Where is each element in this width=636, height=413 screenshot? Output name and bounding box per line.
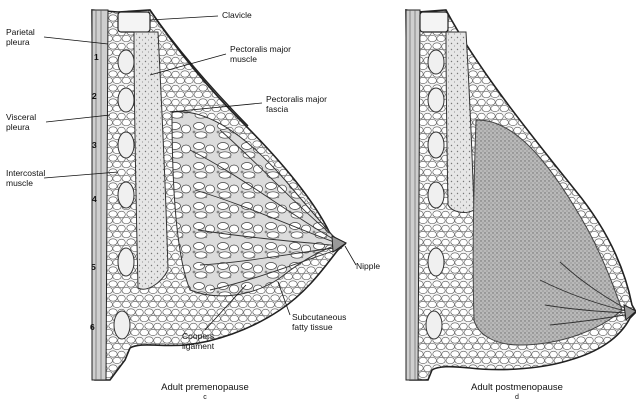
right-clavicle bbox=[420, 12, 448, 32]
label-pectoralis-major-fascia: Pectoralis major fascia bbox=[266, 95, 327, 114]
caption-postmenopause: Adult postmenopause bbox=[432, 382, 602, 393]
right-chest-wall bbox=[406, 10, 420, 380]
label-subcutaneous-fatty-tissue: Subcutaneous fatty tissue bbox=[292, 313, 346, 332]
caption-letter-d: d bbox=[507, 394, 527, 401]
rib-number-1: 1 bbox=[94, 52, 99, 62]
postmenopause-illustration bbox=[406, 10, 636, 380]
nipple-leader bbox=[345, 246, 356, 265]
left-clavicle bbox=[118, 12, 150, 32]
label-intercostal-muscle: Intercostal muscle bbox=[6, 169, 45, 188]
caption-letter-c: c bbox=[195, 394, 215, 401]
label-visceral-pleura: Visceral pleura bbox=[6, 113, 36, 132]
label-nipple: Nipple bbox=[356, 262, 380, 272]
label-parietal-pleura: Parietal pleura bbox=[6, 28, 35, 47]
clavicle-leader bbox=[150, 16, 218, 20]
label-clavicle: Clavicle bbox=[222, 11, 252, 21]
caption-premenopause: Adult premenopause bbox=[120, 382, 290, 393]
rib-number-6: 6 bbox=[90, 322, 95, 332]
label-pectoralis-major-muscle: Pectoralis major muscle bbox=[230, 45, 291, 64]
rib-number-4: 4 bbox=[92, 194, 97, 204]
rib-number-5: 5 bbox=[91, 262, 96, 272]
rib-number-3: 3 bbox=[92, 140, 97, 150]
label-coopers-ligament: Coopers ligament bbox=[182, 332, 214, 351]
rib-number-2: 2 bbox=[92, 91, 97, 101]
